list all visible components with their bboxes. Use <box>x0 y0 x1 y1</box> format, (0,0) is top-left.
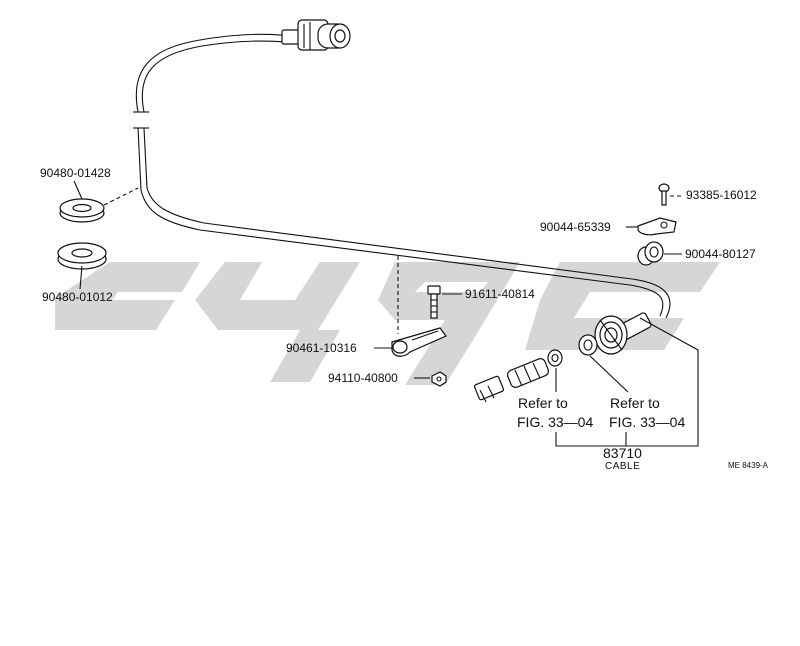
screw-93385 <box>658 183 670 206</box>
clamp-90461 <box>391 327 447 357</box>
bolt-91611 <box>427 285 441 319</box>
label-nut-94110: 94110-40800 <box>328 371 398 385</box>
washer-left <box>547 349 563 367</box>
watermark-logo <box>55 262 720 385</box>
label-bolt-91611: 91611-40814 <box>465 287 535 301</box>
label-screw-93385: 93385-16012 <box>686 188 757 202</box>
refer-left-line1: Refer to <box>518 395 568 411</box>
speedometer-cable <box>133 33 671 319</box>
driven-gear-sleeve <box>473 358 550 403</box>
meter-end-connector <box>281 19 351 51</box>
figure-code: ME 8439-A <box>728 461 769 470</box>
cable-end-fitting <box>594 312 652 355</box>
grommet-upper <box>59 187 139 223</box>
label-grommet-90044-80127: 90044-80127 <box>685 247 756 261</box>
refer-left-line2: FIG. 33—04 <box>517 414 593 430</box>
clamp-90044-65339 <box>637 217 677 236</box>
assembly-name: CABLE <box>605 461 640 472</box>
refer-right-line1: Refer to <box>610 395 660 411</box>
grommet-90044-80127 <box>637 241 664 266</box>
label-grommet-lower: 90480-01012 <box>42 290 113 304</box>
grommet-lower <box>57 242 107 270</box>
reference-leaders <box>555 317 699 447</box>
label-clamp-90461: 90461-10316 <box>286 341 357 355</box>
refer-right-line2: FIG. 33—04 <box>609 414 685 430</box>
assembly-number: 83710 <box>603 445 642 461</box>
washer-right <box>578 334 598 356</box>
label-clamp-90044-65339: 90044-65339 <box>540 220 611 234</box>
nut-94110 <box>431 371 447 387</box>
label-grommet-upper: 90480-01428 <box>40 166 111 180</box>
